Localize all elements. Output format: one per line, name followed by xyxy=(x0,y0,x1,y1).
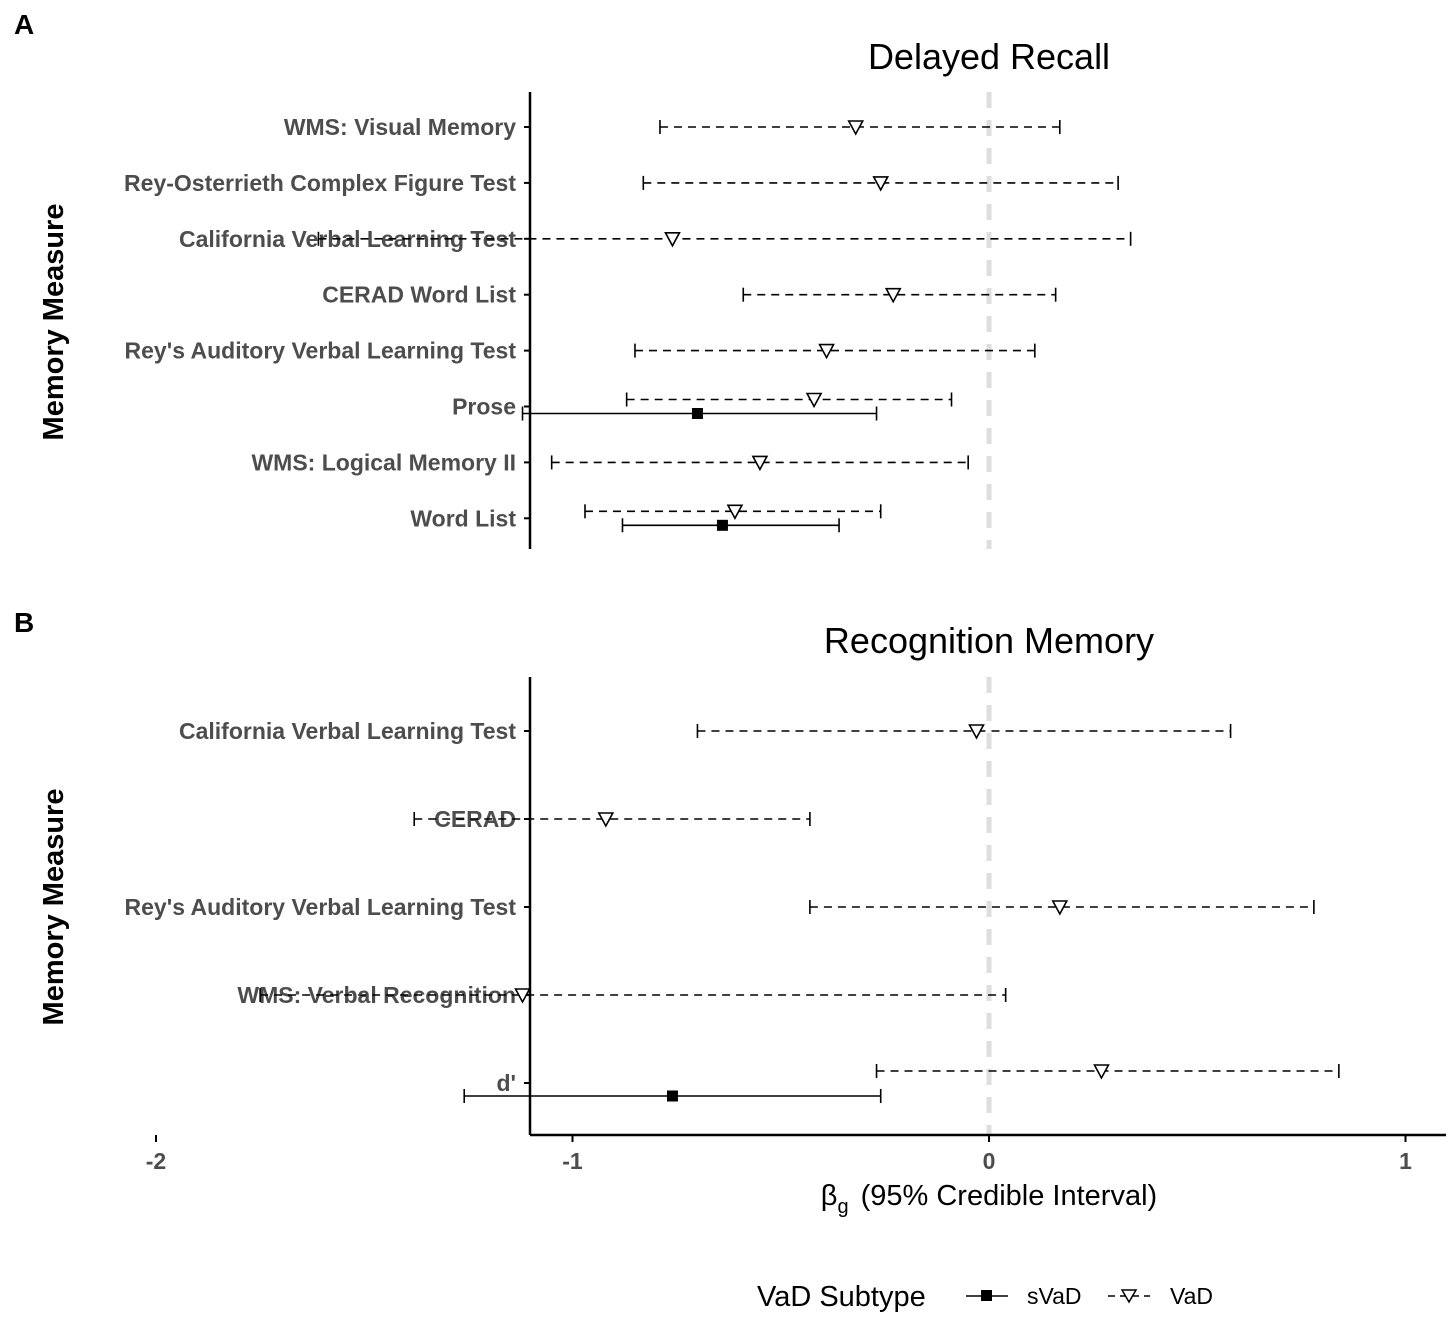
panel-b-vad-wms-verbal-recognition-point xyxy=(514,988,531,1004)
panel-a-ytick-label-word-list: Word List xyxy=(410,505,516,531)
panel-b-title: Recognition Memory xyxy=(824,620,1154,661)
panel-b-vad-california-verbal-learning-test-point xyxy=(968,724,985,740)
panel-a-y-axis-label: Memory Measure xyxy=(38,204,70,441)
panel-a-vad-rey-osterrieth-complex-figure-test-point xyxy=(872,176,890,192)
legend-entry-svad: sVaD xyxy=(966,1283,1082,1309)
legend-vad-marker xyxy=(1120,1289,1138,1304)
panel-b-svad-d-point xyxy=(666,1090,678,1102)
x-axis-label-subscript: g xyxy=(837,1196,848,1218)
panel-b-y-axis-label: Memory Measure xyxy=(38,789,70,1026)
panel-a-ytick-label-prose: Prose xyxy=(452,394,516,420)
x-tick-label-1: 1 xyxy=(1399,1148,1412,1174)
legend-svad-marker xyxy=(981,1290,992,1301)
panel-b: B Recognition Memory Memory Measure Cali… xyxy=(14,607,1446,1174)
legend: VaD Subtype sVaD VaD xyxy=(757,1281,1213,1313)
panel-b-ytick-label-california-verbal-learning-test: California Verbal Learning Test xyxy=(179,718,516,744)
panel-a-vad-california-verbal-learning-test-point xyxy=(664,232,681,248)
panel-a-vad-word-list-point xyxy=(726,504,744,520)
panel-a-vad-cerad-word-list-point xyxy=(884,287,902,304)
panel-a-ytick-label-cerad-word-list: CERAD Word List xyxy=(322,282,516,308)
x-axis-label: βg (95% Credible Interval) xyxy=(821,1180,1157,1218)
panel-a-vad-prose-point xyxy=(805,392,823,409)
panel-a: A Delayed Recall Memory Measure WMS: Vis… xyxy=(14,9,1132,549)
panel-a-svad-prose-point xyxy=(691,408,703,419)
x-tick-label-0: 0 xyxy=(983,1148,996,1174)
x-tick-label-minus-1: -1 xyxy=(562,1148,583,1174)
panel-b-vad-d-point xyxy=(1093,1064,1110,1080)
panel-b-ytick-label-d: d' xyxy=(496,1070,516,1096)
x-axis-label-symbol: β xyxy=(821,1180,838,1212)
panel-a-ytick-label-rey-s-auditory-verbal-learning-test: Rey's Auditory Verbal Learning Test xyxy=(125,338,517,364)
x-tick-label-minus-2: -2 xyxy=(146,1148,166,1174)
x-axis-ticks: -2-1012 xyxy=(146,1135,1412,1174)
legend-svad-label: sVaD xyxy=(1027,1283,1082,1309)
legend-title: VaD Subtype xyxy=(757,1281,926,1313)
legend-vad-label: VaD xyxy=(1170,1283,1213,1309)
panel-a-title: Delayed Recall xyxy=(868,36,1110,77)
panel-a-vad-wms-visual-memory-point xyxy=(847,120,865,136)
panel-a-ytick-label-wms-logical-memory-ii: WMS: Logical Memory II xyxy=(251,449,516,475)
panel-b-ytick-label-rey-s-auditory-verbal-learning-test: Rey's Auditory Verbal Learning Test xyxy=(125,894,517,920)
panel-b-vad-rey-s-auditory-verbal-learning-test-point xyxy=(1051,900,1069,916)
panel-a-vad-rey-s-auditory-verbal-learning-test-point xyxy=(818,343,835,360)
panel-b-tag: B xyxy=(14,607,34,638)
panel-a-vad-wms-logical-memory-ii-point xyxy=(751,455,769,472)
panel-a-tag: A xyxy=(14,9,34,40)
panel-b-plot-area: California Verbal Learning TestCERADRey'… xyxy=(125,677,1340,1135)
legend-entry-vad: VaD xyxy=(1108,1283,1213,1309)
x-axis-label-text: (95% Credible Interval) xyxy=(861,1180,1158,1212)
panel-b-vad-cerad-point xyxy=(597,812,615,828)
panel-a-ytick-label-rey-osterrieth-complex-figure-test: Rey-Osterrieth Complex Figure Test xyxy=(124,170,516,196)
panel-a-svad-word-list-point xyxy=(716,519,728,531)
panel-a-ytick-label-wms-visual-memory: WMS: Visual Memory xyxy=(284,114,516,140)
